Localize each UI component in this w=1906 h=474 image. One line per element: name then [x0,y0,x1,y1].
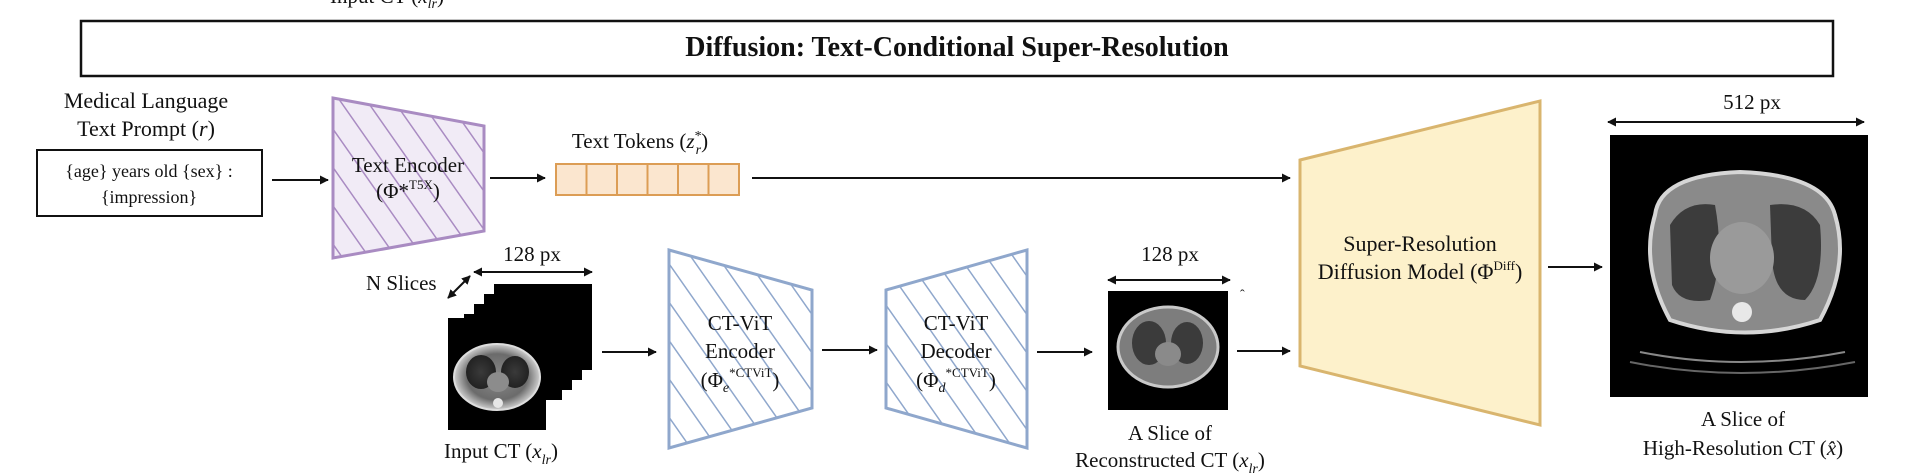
reconstructed-hat-mark: ˆ [1240,288,1245,303]
highres-size-label: 512 px [1723,90,1781,114]
input-ct-caption: Input CT (xlr) [444,439,558,468]
diffusion-model-line1: Super-Resolution [1343,231,1497,256]
diagram-title: Diffusion: Text-Conditional Super-Resolu… [685,32,1229,63]
ctvit-encoder-line2: Encoder [705,339,775,363]
text-token-cell [707,163,740,196]
text-token-cell [646,163,679,196]
text-token-cell [555,163,588,196]
highres-caption-line2: High-Resolution CT (x̂) [1643,436,1843,460]
text-encoder-block [331,96,486,260]
ctvit-decoder-symbol: (Φd*CTViT) [916,365,996,396]
text-encoder-line1: Text Encoder [352,153,464,177]
cropped-top-caption: Input CT (xlr) [330,0,444,12]
highres-ct-slice [1610,135,1868,397]
n-slices-arrow [447,275,471,299]
text-tokens [555,163,740,196]
reconstructed-caption-line2: Reconstructed CT (xlr) [1075,448,1265,474]
highres-caption-line1: A Slice of [1701,407,1785,431]
reconstructed-caption-line1: A Slice of [1128,421,1212,445]
ctvit-encoder-line1: CT-ViT [708,311,773,335]
prompt-template-box [36,149,263,217]
reconstructed-size-label: 128 px [1141,242,1199,266]
input-ct-stack [448,284,592,430]
ctvit-decoder-line2: Decoder [920,339,991,363]
text-token-cell [616,163,649,196]
ctvit-decoder-line1: CT-ViT [924,311,989,335]
diffusion-model-block [1298,99,1542,427]
ctvit-encoder-symbol: (Φe*CTViT) [701,365,780,396]
text-token-cell [585,163,618,196]
input-ct-size-label: 128 px [503,242,561,266]
prompt-template-line1: {age} years old {sex} : [65,161,233,181]
prompt-heading-line1: Medical Language [64,88,228,113]
text-tokens-label: Text Tokens (z*r) [572,129,708,158]
text-token-cell [677,163,710,196]
prompt-template-line2: {impression} [101,187,197,207]
n-slices-label: N Slices [366,271,437,295]
prompt-heading-line2: Text Prompt (r) [77,116,215,141]
diffusion-model-line2: Diffusion Model (ΦDiff) [1318,258,1523,284]
reconstructed-ct-slice [1108,291,1228,410]
text-encoder-line2: (Φ*T5X) [376,177,440,203]
title-banner [79,19,1835,78]
